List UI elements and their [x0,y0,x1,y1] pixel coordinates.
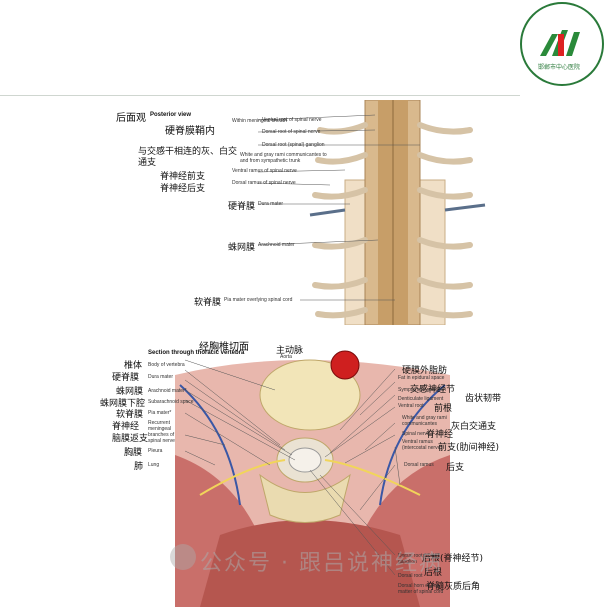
section-title: 经胸椎切面 [199,342,249,353]
label-drg: Dorsal root (spinal) ganglion [262,142,325,148]
label-arachnoid: 蛛网膜 [228,243,256,253]
label-sympathetic-ganglion: 交感神经节 [410,385,456,395]
header-divider [0,95,520,96]
label-gray-white-rami-en: White and gray rami communicantes [402,415,447,427]
label-dura-left-en: Dura mater [148,374,174,380]
label-aorta: 主动脉 [276,346,304,356]
label-dorsal-ramus: 脊神经后支 [160,184,206,194]
label-spinal-nerve-left: 脊神经 [112,422,140,432]
label-gray-white-rami: 灰白交通支 [451,422,497,432]
label-pleura: 胸膜 [124,448,143,458]
label-intercostal-nerve: 前支(肋间神经) [438,443,500,453]
label-pia: 软脊膜 [194,298,222,308]
label-pia-left: 软脊膜 [116,410,144,420]
label-dorsal-ramus-en: Dorsal ramus of spinal nerve [232,180,296,186]
label-dorsal-root-ganglion: 后根(脊神经节) [422,554,484,564]
label-within-sheath: 硬脊膜鞘内 [165,126,215,137]
label-pia-left-en: Pia mater* [148,410,172,416]
label-dura-en: Dura mater [258,201,284,207]
label-sympathetic-ganglion-en: Sympathetic ganglion [398,387,446,393]
label-denticulate-en: Denticulate ligament [398,396,444,402]
label-arachnoid-left: 蛛网膜 [116,387,144,397]
label-pia-en: Pia mater overlying spinal cord [224,297,293,303]
thoracic-section-figure: 经胸椎切面 Section through thoracic vertebra … [0,335,600,607]
label-ventral-root-right-en: Ventral root [398,403,424,409]
spinal-cord-illustration [257,99,486,326]
section-title-en: Section through thoracic vertebra [148,350,245,356]
label-vertebral-body-en: Body of vertebra [148,362,185,368]
label-dorsal-horn: 脊髓灰质后角 [426,582,481,592]
view-title: 后面观 [116,113,146,124]
thoracic-section-illustration [175,350,450,607]
label-vertebral-body: 椎体 [124,361,143,371]
label-subarachnoid: 蛛网膜下腔 [100,399,146,409]
label-dorsal-root-ganglion-en: Dorsal root (spinal) ganglion [398,553,441,565]
label-recurrent-meningeal: 脑膜返支 [112,434,149,444]
label-dorsal-ramus-right-en: Dorsal ramus [404,462,434,468]
label-rami-communicantes-en: White and gray rami communicantes to and… [240,152,327,164]
label-spinal-nerve-right-en: Spinal nerve [402,431,430,437]
label-dorsal-root-en: Dorsal root [398,573,423,579]
logo-text: 邯郸市中心医院 [538,64,581,71]
label-ventral-ramus-en: Ventral ramus of spinal nerve [232,168,297,174]
label-lung-en: Lung [148,462,160,468]
label-dorsal-root: 后根 [424,568,443,578]
label-spinal-nerve-right: 脊神经 [426,430,454,440]
label-ventral-ramus: 脊神经前支 [160,172,206,182]
hospital-logo: 邯郸市中心医院 [520,2,604,86]
label-dorsal-horn-en: Dorsal horn of gray matter of spinal cor… [398,583,444,595]
label-lung: 肺 [134,462,144,472]
label-recurrent-meningeal-en: Recurrent meningeal branches of spinal n… [148,420,175,444]
label-denticulate: 齿状韧带 [465,394,502,404]
label-arachnoid-left-en: Arachnoid mater* [148,388,187,394]
label-dura: 硬脊膜 [228,202,256,212]
watermark-text: 公众号 · 跟吕说神经病 [200,551,443,576]
label-epidural-fat: 硬膜外脂肪 [402,366,448,376]
label-rami-communicantes: 与交感干相连的灰、白交通支 [138,147,238,168]
label-pleura-en: Pleura [148,448,163,454]
label-epidural-fat-en: Fat in epidural space [398,375,445,381]
label-ventral-root: Ventral root of spinal nerve [262,117,322,123]
wechat-icon [170,544,196,570]
label-dura-left: 硬脊膜 [112,373,140,383]
label-dorsal-root: Dorsal root of spinal nerve [262,129,321,135]
label-subarachnoid-en: Subarachnoid space [148,399,194,405]
label-within-sheath-en: Within meningeal sheath [232,118,287,124]
label-arachnoid-en: Arachnoid mater [258,242,295,248]
label-ventral-root-right: 前根 [434,404,453,414]
spinal-cord-posterior-figure: 后面观 Posterior view 硬脊膜鞘内 Within meningea… [0,99,600,326]
label-dorsal-ramus-right: 后支 [446,463,465,473]
label-intercostal-nerve-en: Ventral ramus (intercostal nerve) [402,439,443,451]
label-aorta-en: Aorta [280,354,292,360]
view-title-en: Posterior view [150,112,192,118]
